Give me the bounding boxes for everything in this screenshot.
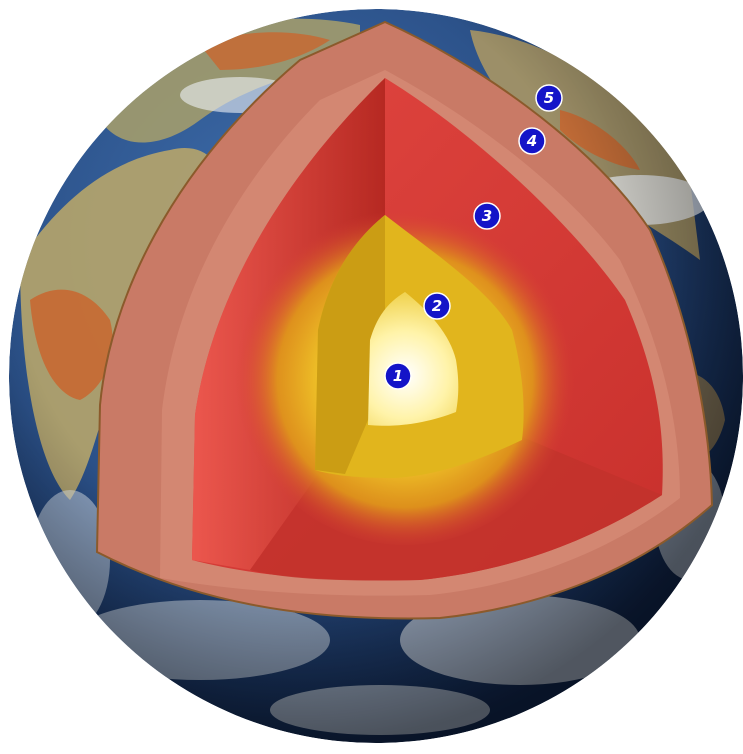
marker-circle <box>473 202 501 230</box>
outer-core-cut-face <box>315 215 385 474</box>
marker-outer-core: 2 <box>423 292 451 320</box>
marker-label: 3 <box>482 207 492 225</box>
marker-circle <box>535 84 563 112</box>
marker-mantle: 3 <box>473 202 501 230</box>
marker-label: 4 <box>526 132 537 150</box>
marker-circle <box>423 292 451 320</box>
marker-inner-core: 1 <box>384 362 412 390</box>
marker-label: 1 <box>393 367 403 385</box>
inner-core-layer <box>368 292 459 426</box>
marker-label: 5 <box>544 89 554 107</box>
marker-circle <box>384 362 412 390</box>
marker-crust-lower: 4 <box>518 127 546 155</box>
marker-label: 2 <box>432 297 442 315</box>
marker-circle <box>518 127 546 155</box>
marker-group: 1 2 3 4 5 <box>384 84 563 390</box>
marker-crust-upper: 5 <box>535 84 563 112</box>
